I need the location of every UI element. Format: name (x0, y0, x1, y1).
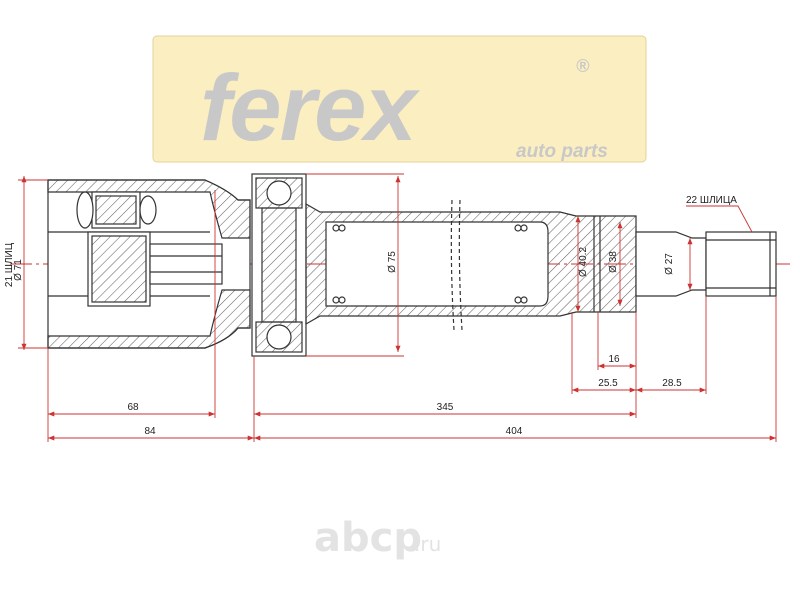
total-length-label: 404 (506, 426, 523, 437)
brand-tagline: auto parts (516, 141, 608, 162)
brand-name: ferex (200, 55, 420, 160)
outer-splines-label: 22 ШЛИЦА (686, 195, 737, 206)
cup-length-label: 68 (127, 402, 139, 413)
inner-splines-label: 21 ШЛИЦ (4, 242, 15, 287)
abcp-watermark: abcp .ru (314, 515, 441, 561)
main-shaft (305, 199, 637, 331)
outer-diameter-label: Ø 71 (13, 259, 24, 281)
pin-diameter-label: Ø 27 (664, 253, 675, 275)
watermark-site: abcp (314, 515, 422, 561)
joint-length-label: 84 (144, 426, 156, 437)
shaft-length-label: 345 (437, 402, 454, 413)
seat-length-label: 16 (608, 354, 620, 365)
brand-panel (152, 35, 647, 163)
pin-length-label: 28.5 (662, 378, 682, 389)
watermark-suffix: .ru (414, 532, 441, 556)
shaft-diameter-label: Ø 75 (387, 251, 398, 273)
bearing-seat-diameter-label: Ø 38 (608, 251, 619, 273)
support-bearing (251, 173, 307, 357)
dimensions (18, 173, 777, 442)
brand-logo: ferex ® auto parts (152, 35, 647, 163)
collar-length-label: 25.5 (598, 378, 618, 389)
joint-housing (47, 179, 251, 349)
registered-mark: ® (576, 56, 590, 76)
outer-stub (635, 231, 777, 297)
dimension-labels: Ø 71 21 ШЛИЦ Ø 75 Ø 40.2 Ø 38 Ø 27 22 ШЛ… (4, 195, 737, 437)
collar-diameter-label: Ø 40.2 (578, 247, 589, 277)
